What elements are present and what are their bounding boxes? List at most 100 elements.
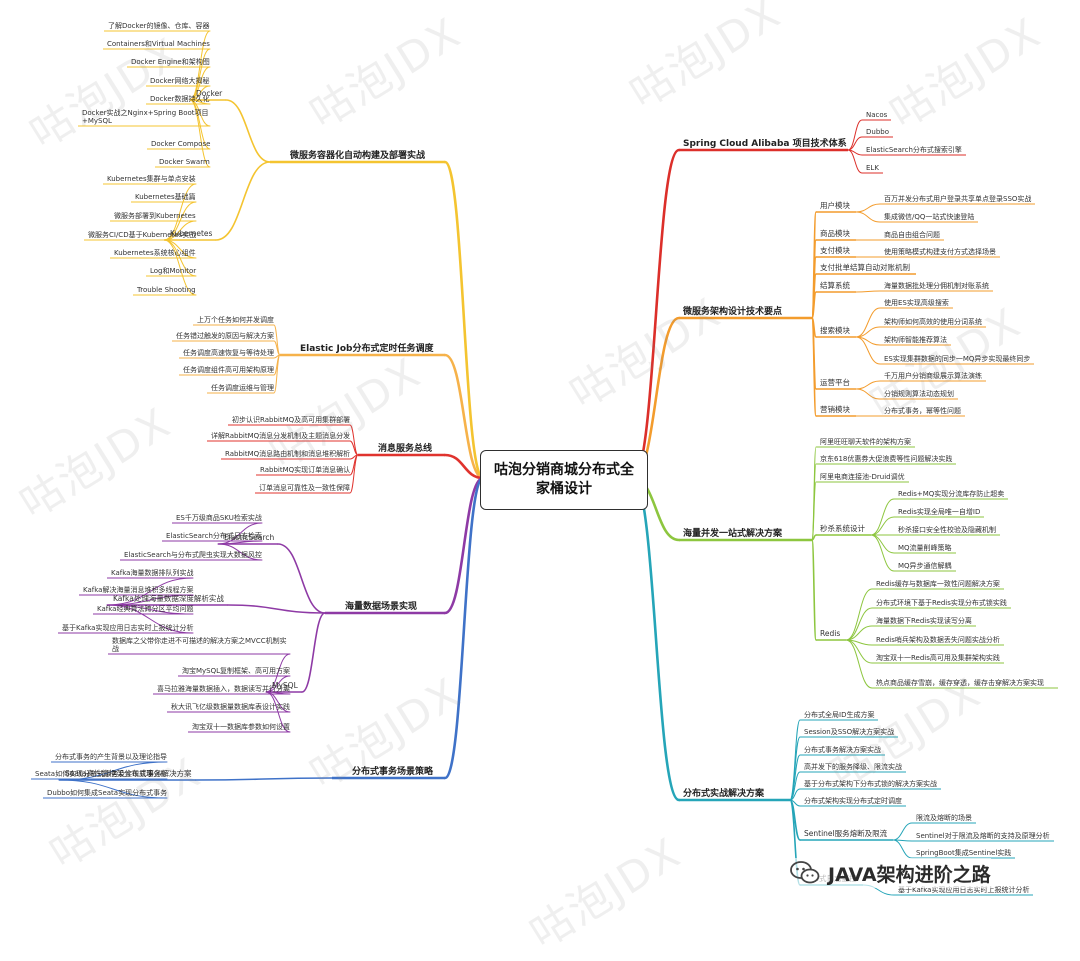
leaf-topic[interactable]: 热点商品缓存雪崩，缓存穿透，缓存击穿解决方案实现 xyxy=(876,679,1044,687)
leaf-topic[interactable]: Kafka海量数据排队列实战 xyxy=(111,569,194,577)
leaf-topic[interactable]: Kubernetes基础篇 xyxy=(135,193,196,201)
leaf-topic[interactable]: 详解RabbitMQ消息分发机制及主题消息分发 xyxy=(211,432,351,440)
leaf-topic[interactable]: Kubernetes系统核心组件 xyxy=(114,249,196,257)
subtopic[interactable]: Docker xyxy=(196,89,223,98)
leaf-topic[interactable]: Kafka经典算法跨分区平均问题 xyxy=(97,605,194,613)
subtopic[interactable]: Seata高性能框架分布式事务解决方案 xyxy=(65,769,192,778)
leaf-topic[interactable]: 任务调度高速恢复与等待处理 xyxy=(183,349,274,357)
subtopic[interactable]: 用户模块 xyxy=(820,201,850,210)
leaf-topic[interactable]: MQ流量削峰策略 xyxy=(898,544,952,552)
leaf-topic[interactable]: 微服务CI/CD基于Kubernetes实战 xyxy=(88,231,197,239)
leaf-topic[interactable]: Session及SSO解决方案实战 xyxy=(804,728,895,736)
leaf-topic[interactable]: 分布式环境下基于Redis实现分布式锁实践 xyxy=(876,599,1007,607)
branch-topic[interactable]: 微服务容器化自动构建及部署实战 xyxy=(290,151,426,161)
subtopic[interactable]: 结算系统 xyxy=(820,281,850,290)
leaf-topic[interactable]: 海量数据批处理分佣机制对账系统 xyxy=(884,282,989,290)
branch-topic[interactable]: 海量数据场景实现 xyxy=(345,602,418,612)
leaf-topic[interactable]: 基于Kafka实现应用日志实时上报统计分析 xyxy=(898,886,1030,894)
leaf-topic[interactable]: 集成微信/QQ一站式快速登陆 xyxy=(884,213,975,221)
branch-topic[interactable]: 海量并发一站式解决方案 xyxy=(683,529,783,539)
leaf-topic[interactable]: 微服务部署到Kubernetes xyxy=(114,212,196,220)
leaf-topic[interactable]: 淘宝双十一Redis高可用及集群架构实践 xyxy=(876,654,1000,662)
leaf-topic[interactable]: Log和Monitor xyxy=(150,267,197,275)
subtopic[interactable]: 商品模块 xyxy=(820,229,850,238)
subtopic[interactable]: 运营平台 xyxy=(820,378,850,387)
leaf-topic[interactable]: Docker Engine和架构图 xyxy=(131,58,210,66)
leaf-topic[interactable]: 分布式全局ID生成方案 xyxy=(804,711,875,719)
leaf-topic[interactable]: ElasticSearch分布式日志检索 xyxy=(166,532,262,540)
branch-topic[interactable]: Spring Cloud Alibaba 项目技术体系 xyxy=(683,139,847,149)
leaf-topic[interactable]: 任务错过触发的原因与解决方案 xyxy=(176,332,274,340)
leaf-topic[interactable]: 分销规则算法动态规划 xyxy=(884,390,954,398)
leaf-topic[interactable]: 秒杀接口安全性校验及隐藏机制 xyxy=(898,526,996,534)
leaf-topic[interactable]: 阿里电商连接池-Druid调优 xyxy=(820,473,905,481)
leaf-topic[interactable]: 商品自由组合问题 xyxy=(884,231,940,239)
leaf-topic[interactable]: 数据库之父带你走进不可描述的解决方案之MVCC机制实战 xyxy=(112,637,287,654)
leaf-topic[interactable]: 使用策略模式构建支付方式选择场景 xyxy=(884,248,996,256)
leaf-topic[interactable]: ES千万级商品SKU检索实战 xyxy=(176,514,262,522)
subtopic[interactable]: 支付模块 xyxy=(820,246,850,255)
subtopic[interactable]: 支付批单结算自动对账机制 xyxy=(820,263,910,272)
subtopic[interactable]: 秒杀系统设计 xyxy=(820,524,865,533)
leaf-topic[interactable]: 淘宝MySQL复制框架、高可用方案 xyxy=(182,667,291,675)
leaf-topic[interactable]: Containers和Virtual Machines xyxy=(107,40,210,48)
leaf-topic[interactable]: Kubernetes集群与单点安装 xyxy=(107,175,196,183)
leaf-topic[interactable]: Nacos xyxy=(866,111,888,119)
leaf-topic[interactable]: Dubbo xyxy=(866,128,889,136)
subtopic[interactable]: Kafka处理海量数据深度解析实战 xyxy=(113,594,224,603)
leaf-topic[interactable]: 架构师智能推荐算法 xyxy=(884,336,947,344)
subtopic[interactable]: Sentinel服务熔断及限流 xyxy=(804,829,888,838)
leaf-topic[interactable]: RabbitMQ实现订单消息确认 xyxy=(260,466,351,474)
leaf-topic[interactable]: 初步认识RabbitMQ及高可用集群部署 xyxy=(232,416,351,424)
subtopic[interactable]: MySQL xyxy=(272,681,298,690)
leaf-topic[interactable]: Docker实战之Nginx+Spring Boot项目+MySQL xyxy=(82,109,209,126)
leaf-topic[interactable]: Docker Swarm xyxy=(159,158,210,166)
leaf-topic[interactable]: ES实现集群数据的同步一MQ异步实现最终同步 xyxy=(884,355,1031,363)
leaf-topic[interactable]: 京东618优惠券大促浪费等性问题解决实践 xyxy=(820,455,953,463)
leaf-topic[interactable]: 秋大讯飞亿级数据量数据库表设计实践 xyxy=(171,703,290,711)
leaf-topic[interactable]: ElasticSearch与分布式爬虫实现大数据风控 xyxy=(124,551,262,559)
subtopic[interactable]: Redis xyxy=(820,629,841,638)
leaf-topic[interactable]: 上万个任务如何并发调度 xyxy=(197,316,274,324)
leaf-topic[interactable]: Seata如何实现分布式事务及实现原理分析 xyxy=(35,770,168,778)
subtopic[interactable]: 搜索模块 xyxy=(820,326,850,335)
branch-topic[interactable]: 分布式事务场景策略 xyxy=(352,767,434,777)
leaf-topic[interactable]: 任务调度组件高可用架构原理 xyxy=(183,366,274,374)
leaf-topic[interactable]: 阿里旺旺聊天软件的架构方案 xyxy=(820,438,911,446)
leaf-topic[interactable]: 基于Kafka实现应用日志实时上报统计分析 xyxy=(62,624,194,632)
leaf-topic[interactable]: Docker数据持久化 xyxy=(150,95,210,103)
leaf-topic[interactable]: Redis缓存与数据库一致性问题解决方案 xyxy=(876,580,1000,588)
leaf-topic[interactable]: RabbitMQ消息路由机制和消息堆积解析 xyxy=(225,450,351,458)
leaf-topic[interactable]: 分布式事务解决方案实战 xyxy=(804,746,881,754)
leaf-topic[interactable]: 喜马拉雅海量数据插入，数据读写并行分离 xyxy=(157,685,290,693)
leaf-topic[interactable]: 百万并发分布式用户登录共享单点登录SSO实战 xyxy=(884,195,1032,203)
leaf-topic[interactable]: 任务调度运维与管理 xyxy=(211,384,274,392)
branch-topic[interactable]: 分布式实战解决方案 xyxy=(683,789,765,799)
leaf-topic[interactable]: 了解Docker的镜像、仓库、容器 xyxy=(108,22,210,30)
leaf-topic[interactable]: Redis哨兵架构及数据丢失问题实战分析 xyxy=(876,636,1000,644)
leaf-topic[interactable]: Dubbo如何集成Seata实现分布式事务 xyxy=(47,789,168,797)
leaf-topic[interactable]: 高并发下的服务降级、限流实战 xyxy=(804,763,902,771)
branch-topic[interactable]: 微服务架构设计技术要点 xyxy=(683,307,783,317)
leaf-topic[interactable]: Docker网络大揭秘 xyxy=(150,77,210,85)
leaf-topic[interactable]: 分布式事务的产生背景以及理论指导 xyxy=(55,753,167,761)
leaf-topic[interactable]: Docker Compose xyxy=(151,140,211,148)
subtopic[interactable]: ElasticSearch xyxy=(224,533,275,542)
leaf-topic[interactable]: 订单消息可靠性及一致性保障 xyxy=(259,484,350,492)
leaf-topic[interactable]: 千万用户分销商级展示算法演练 xyxy=(884,372,982,380)
subtopic[interactable]: Kubernetes xyxy=(170,229,213,238)
leaf-topic[interactable]: SpringBoot集成Sentinel实践 xyxy=(916,849,1012,857)
leaf-topic[interactable]: 分布式架构实现分布式定时调度 xyxy=(804,797,902,805)
leaf-topic[interactable]: Sentinel对于限流及熔断的支持及原理分析 xyxy=(916,832,1050,840)
leaf-topic[interactable]: MQ异步通信解耦 xyxy=(898,562,952,570)
leaf-topic[interactable]: 基于分布式架构下分布式锁的解决方案实战 xyxy=(804,780,937,788)
branch-topic[interactable]: Elastic Job分布式定时任务调度 xyxy=(300,344,434,354)
leaf-topic[interactable]: 限流及熔断的场景 xyxy=(916,814,972,822)
leaf-topic[interactable]: Trouble Shooting xyxy=(137,286,196,294)
leaf-topic[interactable]: Kafka解决海量消息堆积多线程方案 xyxy=(83,586,194,594)
leaf-topic[interactable]: 淘宝双十一数据库参数如何设置 xyxy=(192,723,290,731)
leaf-topic[interactable]: 使用ES实现高级搜索 xyxy=(884,299,949,307)
central-topic-node[interactable]: 咕泡分销商城分布式全家桶设计 xyxy=(480,450,648,510)
leaf-topic[interactable]: 海量数据下Redis实现读写分离 xyxy=(876,617,972,625)
leaf-topic[interactable]: 架构师如何高效的使用分词系统 xyxy=(884,318,982,326)
